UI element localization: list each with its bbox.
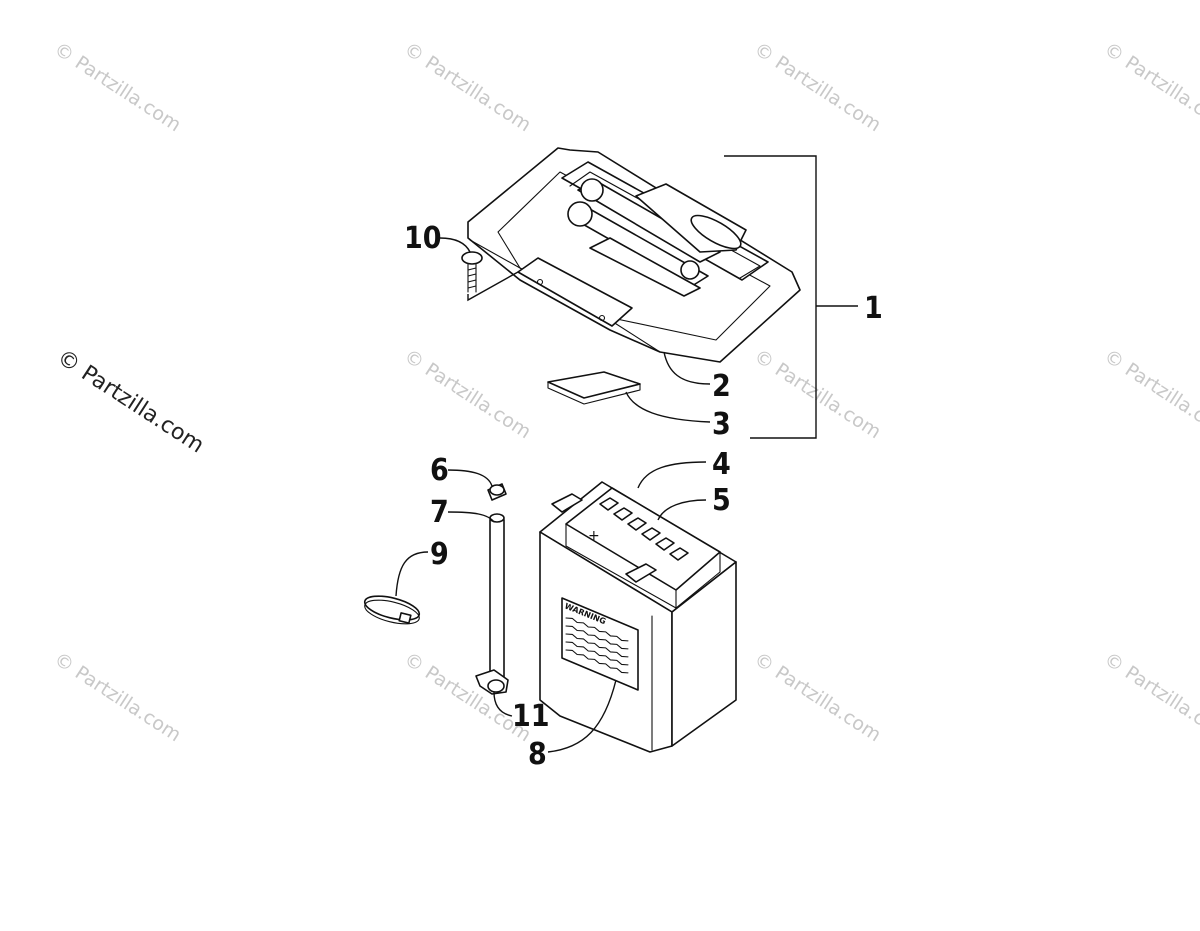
battery-plus-mark: +	[588, 528, 600, 544]
callout-9: 9	[430, 537, 449, 572]
callout-10: 10	[404, 221, 442, 256]
screw-part-10	[461, 251, 483, 293]
callout-11: 11	[512, 699, 550, 734]
callout-2: 2	[712, 369, 731, 404]
callout-6: 6	[430, 453, 449, 488]
callout-4: 4	[712, 447, 731, 482]
tool-tray-assembly	[461, 147, 801, 405]
callout-1: 1	[864, 291, 883, 326]
hose-clip-part-11	[475, 669, 509, 695]
battery-part-8: + WARNING	[539, 481, 737, 753]
callout-5: 5	[712, 483, 731, 518]
clip-part-6	[487, 483, 507, 501]
callout-7: 7	[430, 495, 449, 530]
callout-8: 8	[528, 737, 547, 772]
strap-part-9	[363, 595, 421, 625]
vent-tube-part-7	[489, 513, 505, 681]
callout-3: 3	[712, 407, 731, 442]
